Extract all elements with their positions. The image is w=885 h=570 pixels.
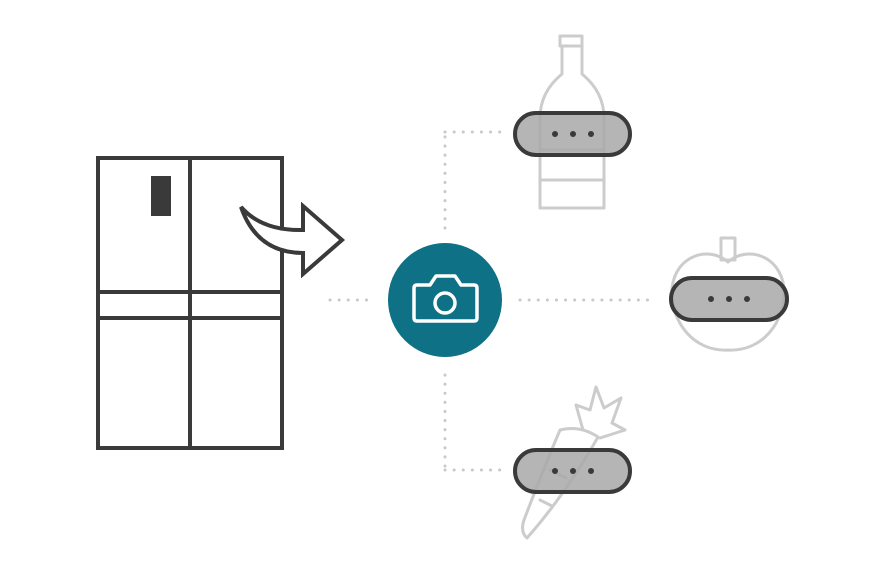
fridge-display — [151, 176, 171, 216]
ellipsis-dots — [552, 131, 594, 137]
tag-apple — [669, 276, 789, 322]
tag-carrot — [513, 448, 632, 494]
connector-lines — [328, 130, 654, 472]
curved-arrow-icon — [239, 201, 346, 279]
camera-button — [388, 243, 502, 357]
camera-icon — [412, 274, 479, 323]
ellipsis-dots — [708, 296, 750, 302]
apple-icon — [670, 236, 786, 352]
ellipsis-dots — [552, 468, 594, 474]
fridge-icon — [96, 156, 284, 450]
tag-bottle — [513, 111, 632, 157]
